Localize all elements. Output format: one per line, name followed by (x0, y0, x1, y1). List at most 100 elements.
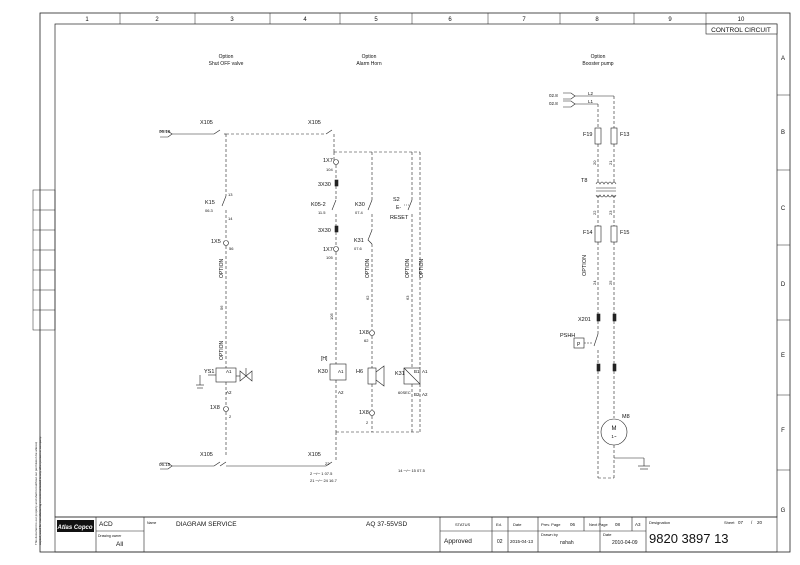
option-tag: OPTION (582, 255, 588, 276)
option-booster-subheading: Booster pump (582, 61, 613, 67)
title-box (705, 23, 778, 35)
option-shutoff-subheading: Shut OFF valve (209, 61, 244, 67)
x3x30-label: 3X30 (318, 228, 331, 234)
option-tag: OPTION (405, 258, 411, 278)
option-booster-heading: Option (591, 54, 606, 60)
wire-number: 24 (592, 280, 597, 285)
motor-symbol-phase: 1~ (611, 434, 617, 439)
col-label: 2 (155, 17, 159, 23)
sheet-total: 20 (757, 520, 763, 525)
edition-value: 02 (497, 539, 503, 545)
coil-terminal: A1 (338, 369, 344, 374)
inner-frame (54, 23, 778, 518)
page-title: CONTROL CIRCUIT (711, 27, 771, 34)
pushbutton-symbol: E- (396, 205, 401, 211)
terminal-number: 22 (325, 461, 330, 466)
date2-label: Date (603, 532, 612, 537)
model-name: AQ 37-55VSD (366, 521, 407, 528)
sheet-separator: / (751, 520, 753, 525)
wire-number: 25 (608, 280, 613, 285)
coil-terminal: A1 (226, 369, 232, 374)
x1x7-label: 1X7 (323, 158, 333, 164)
status-label: STATUS (455, 522, 471, 527)
date-value: 2015-04-13 (510, 539, 534, 544)
terminal-number: 2 (366, 420, 369, 425)
phase-label: L1 (588, 99, 594, 104)
k31-contact-label: K31 (354, 238, 364, 244)
terminal-number: 62 (364, 338, 369, 343)
row-label: A (781, 56, 785, 62)
company-logo-text: Atlas Copco (56, 525, 92, 531)
x105-label: X105 (200, 452, 213, 458)
k31-ref: 07.6 (354, 246, 363, 251)
option-tag: OPTION (419, 258, 425, 278)
k31-coil-label: K31 (395, 371, 405, 377)
revision-boxes (32, 189, 56, 331)
x105-label: X105 (308, 120, 321, 126)
name-label: Name (147, 521, 156, 525)
col-label: 3 (230, 17, 234, 23)
option-tag: OPTION (219, 340, 225, 360)
next-page-value: 08 (615, 522, 621, 527)
row-label: B (781, 130, 785, 136)
x105-label: X105 (308, 452, 321, 458)
coil-terminal: B1 (414, 369, 420, 374)
shutoff-valve-circuit (160, 129, 333, 470)
terminal-number: 104 (326, 167, 333, 172)
terminal-number: 2 (229, 414, 232, 419)
col-label: 10 (738, 17, 745, 23)
x3x30-label: 3X30 (318, 182, 331, 188)
diagram-name: DIAGRAM SERVICE (176, 521, 237, 528)
edition-label: Ed. (496, 522, 502, 527)
drawing-owner-value: All (116, 541, 124, 548)
drawn-by-label: Drawn by (541, 532, 558, 537)
contact-cross-ref: 2 ─/─ 1 07.5 (310, 471, 333, 476)
designation-number: 9820 3897 13 (649, 531, 729, 546)
transformer-label: T8 (581, 178, 587, 184)
reset-label: RESET (390, 215, 409, 221)
option-shutoff-heading: Option (219, 54, 234, 60)
coil-terminal: B2 (414, 392, 420, 397)
ys1-label: YS1 (204, 369, 214, 375)
sheet-number: 07 (738, 520, 744, 525)
x1x5-label: 1X5 (211, 239, 221, 245)
k05-2-label: K05-2 (311, 202, 326, 208)
prev-page-label: Prev. Page (541, 522, 561, 527)
option-tag: OPTION (219, 258, 225, 278)
h-mark: [H] (321, 356, 328, 362)
k30-contact-label: K30 (355, 202, 365, 208)
pressure-switch-symbol: P (577, 342, 581, 348)
k15-ref: 06.3 (205, 208, 214, 213)
option-alarm-heading: Option (362, 54, 377, 60)
sheet-label: Sheet (724, 520, 735, 525)
alarm-horn-circuit (329, 134, 421, 460)
copyright-note-1: This document is our property and shall … (34, 441, 38, 545)
option-alarm-subheading: Alarm Horn (356, 61, 382, 67)
row-label: E (781, 353, 785, 359)
fuse-label: F19 (583, 132, 592, 138)
k30-coil-label: K30 (318, 369, 328, 375)
motor-symbol-m: M (612, 426, 617, 432)
wire-number: 21 (608, 160, 613, 165)
h6-label: H6 (356, 369, 363, 375)
booster-pump-circuit (563, 92, 650, 479)
wire-number: 105 (329, 313, 334, 320)
designation-label: Designation (649, 520, 670, 525)
col-label: 8 (595, 17, 599, 23)
pshh-label: PSHH (560, 333, 575, 339)
cross-ref-028: 02.8 (549, 93, 558, 98)
coil-terminal: A2 (422, 392, 428, 397)
copyright-note-2: copied, used for manufacturing or commun… (38, 436, 42, 545)
delay-label: 60SEC (398, 390, 411, 395)
row-label: C (781, 206, 786, 212)
terminal-number: 13 (228, 192, 233, 197)
terminal-number: 14 (228, 216, 233, 221)
contact-cross-ref: 21 ─/─ 24 16.7 (310, 478, 338, 483)
x1x8-label: 1X8 (359, 330, 369, 336)
col-label: 6 (448, 17, 452, 23)
row-label: G (781, 508, 786, 514)
x1x7-label: 1X7 (323, 247, 333, 253)
paper-size: A3 (635, 522, 641, 527)
col-label: 9 (668, 17, 672, 23)
